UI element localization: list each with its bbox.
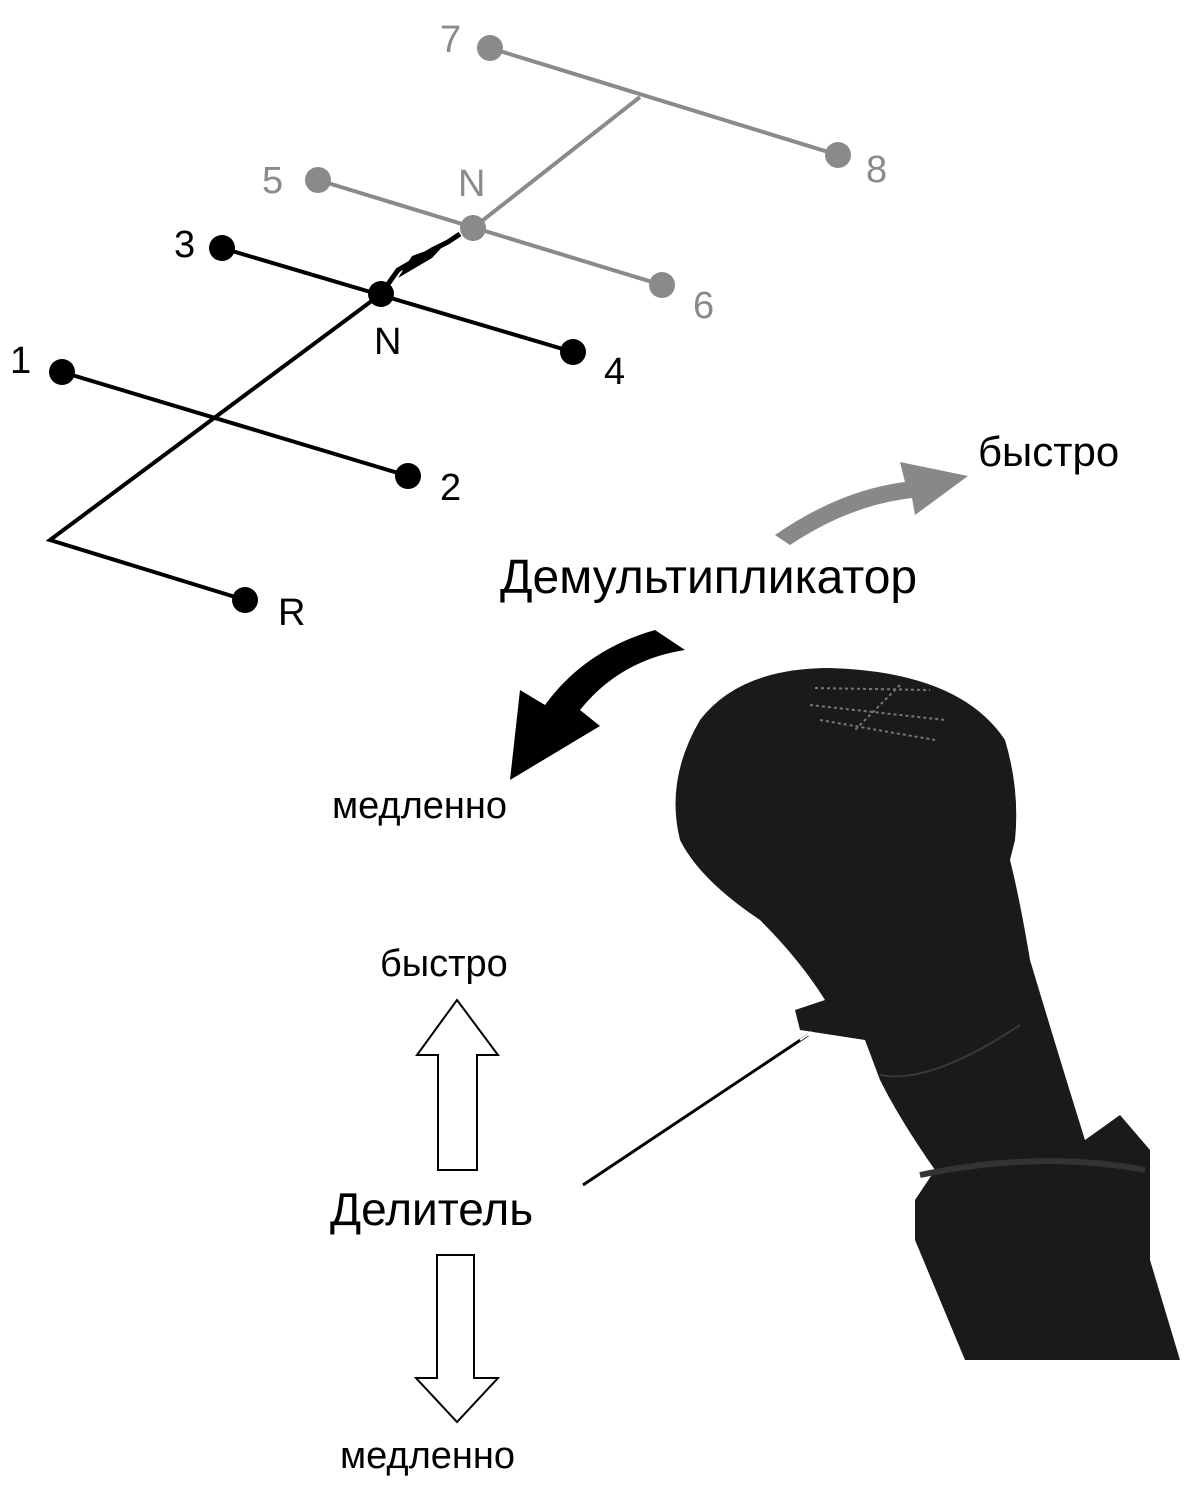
high-neutral-label: N	[458, 163, 485, 205]
range-fast-arrow-icon	[775, 462, 968, 545]
high-range-labels: 7 8 5 6 N	[262, 19, 887, 327]
low-neutral-label: N	[374, 321, 401, 363]
gear-label-3: 3	[174, 224, 195, 266]
gate-3-4	[221, 246, 574, 354]
splitter-down-arrow-icon	[413, 1254, 501, 1424]
gear-5-dot	[305, 167, 331, 193]
gate-7-8	[489, 46, 839, 157]
gear-4-dot	[560, 339, 586, 365]
gear-3-dot	[209, 235, 235, 261]
range-selector-label: Демультипликатор	[500, 551, 917, 604]
leader-highlight	[799, 1031, 813, 1041]
splitter-label: Делитель	[330, 1183, 533, 1235]
high-range-pattern	[305, 35, 851, 298]
splitter-leader-line	[582, 1033, 809, 1187]
low-neutral-dot	[368, 281, 394, 307]
gear-2-dot	[395, 463, 421, 489]
range-fast-label: быстро	[978, 428, 1119, 475]
gear-label-4: 4	[604, 351, 625, 393]
splitter-fast-label: быстро	[380, 943, 508, 985]
gear-7-dot	[477, 35, 503, 61]
knob-collar	[919, 1158, 1146, 1178]
gear-label-2: 2	[440, 467, 461, 509]
gear-label-1: 1	[10, 340, 31, 382]
low-range-pattern	[45, 235, 586, 613]
gear-r-dot	[232, 587, 258, 613]
range-shift-zigzag	[398, 244, 445, 278]
knob-shift-pattern-emblem	[809, 684, 946, 741]
gear-knob-image	[675, 668, 1180, 1360]
gate-neutral-reverse	[45, 292, 383, 602]
gate-high-neutral	[471, 95, 642, 230]
gear-label-8: 8	[866, 149, 887, 191]
gear-label-6: 6	[693, 285, 714, 327]
splitter-slow-label: медленно	[340, 1435, 515, 1477]
knob-body	[675, 668, 1180, 1360]
gate-1-2	[61, 370, 409, 478]
range-slow-arrow-icon	[510, 630, 685, 780]
gear-label-r: R	[278, 592, 305, 634]
high-neutral-dot	[460, 215, 486, 241]
splitter-up-arrow-icon	[415, 998, 500, 1171]
gear-label-5: 5	[262, 160, 283, 202]
gate-5-6	[317, 178, 663, 287]
gear-6-dot	[649, 272, 675, 298]
gear-label-7: 7	[440, 19, 461, 61]
gear-8-dot	[825, 142, 851, 168]
knob-seam	[879, 1024, 1021, 1078]
gear-1-dot	[49, 359, 75, 385]
range-slow-label: медленно	[332, 785, 507, 827]
low-range-labels: 1 2 3 4 R N	[10, 224, 625, 634]
